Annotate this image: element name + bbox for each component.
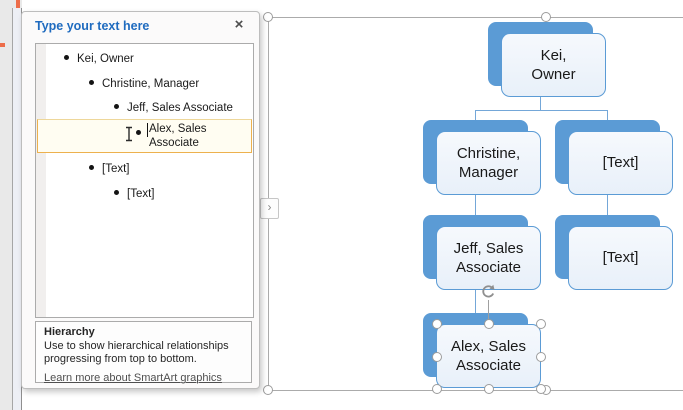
bullet-icon [89,80,94,85]
text-pane-row[interactable]: Jeff, Sales Associate [114,102,233,114]
bullet-icon [114,104,119,109]
smartart-frame-bottom [268,390,683,391]
text-pane-row[interactable]: Kei, Owner [64,53,134,65]
close-icon[interactable]: × [234,16,244,33]
list-item-label: Christine, Manager [102,78,200,90]
smartart-frame-top [268,17,683,18]
list-item-label: [Text] [127,188,155,200]
list-item-label: Kei, Owner [77,53,134,65]
bullet-icon [64,55,69,60]
layout-info-box: Hierarchy Use to show hierarchical relat… [35,321,252,385]
layout-description: Use to show hierarchical relationships p… [44,340,229,365]
list-item-label: Jeff, Sales Associate [127,102,233,114]
shape-resize-handle[interactable] [536,384,546,394]
list-gutter [36,44,46,317]
org-connector [607,195,609,216]
text-pane-toggle-chevron-icon[interactable]: › [260,198,279,219]
list-item-label: Associate [149,137,199,149]
shape-resize-handle[interactable] [432,352,442,362]
text-pane-row[interactable]: Christine, Manager [89,78,199,90]
node-label: [Text] [568,131,673,195]
rotate-handle-stem [487,300,489,324]
org-connector [475,195,477,216]
org-connector [475,110,477,121]
org-node-text1[interactable]: [Text] [555,120,673,195]
node-label: [Text] [568,226,673,290]
org-connector [475,290,477,314]
org-connector [475,110,607,112]
selected-thumbnail-border-vertical [16,0,20,11]
org-node-christine[interactable]: Christine,Manager [423,120,541,195]
org-node-kei[interactable]: Kei,Owner [488,22,606,97]
org-node-text2[interactable]: [Text] [555,215,673,290]
frame-resize-handle[interactable] [263,12,273,22]
node-label: Christine,Manager [436,131,541,195]
learn-more-link[interactable]: Learn more about SmartArt graphics [44,372,222,385]
text-pane-row[interactable]: [Text] [89,163,129,175]
frame-resize-handle[interactable] [263,385,273,395]
bullet-icon [89,165,94,170]
text-caret [147,123,148,137]
frame-resize-handle[interactable] [541,12,551,22]
node-label: Kei,Owner [501,33,606,97]
shape-resize-handle[interactable] [432,384,442,394]
list-item-label: [Text] [102,163,130,175]
layout-name: Hierarchy [44,326,95,338]
bullet-icon [136,130,141,135]
ibeam-cursor-icon [126,126,132,142]
text-pane-row[interactable]: [Text] [114,188,154,200]
text-pane-title: Type your text here [35,19,150,33]
list-item-label: Alex, Sales [149,123,207,135]
shape-resize-handle[interactable] [484,319,494,329]
shape-resize-handle[interactable] [536,352,546,362]
shape-resize-handle[interactable] [536,319,546,329]
rotate-handle-icon[interactable] [478,282,498,302]
org-connector [540,97,542,110]
selected-thumbnail-border-horizontal [0,43,5,47]
shape-resize-handle[interactable] [484,384,494,394]
bullet-icon [114,190,119,195]
shape-resize-handle[interactable] [432,319,442,329]
org-connector [607,110,609,121]
